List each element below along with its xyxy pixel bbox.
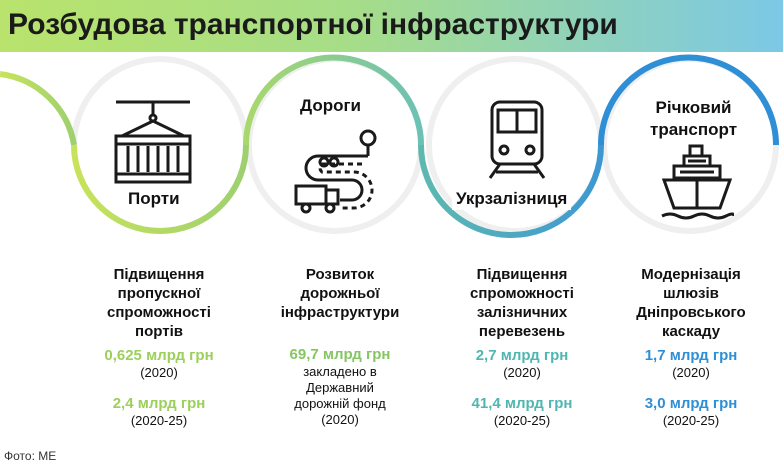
title-line: інфраструктури (280, 304, 400, 321)
period-2020: (2020) (503, 365, 541, 380)
title-line: портів (135, 323, 183, 340)
note-line: Державний (306, 380, 374, 395)
title-line: спроможності (107, 304, 211, 321)
label-ports: Порти (124, 188, 184, 210)
ship-icon (661, 144, 734, 220)
amount-2020: 0,625 млрд грн (104, 347, 214, 364)
title-line: Підвищення (476, 266, 568, 283)
title-line: шлюзів (663, 285, 719, 302)
column-title: Підвищення спроможності залізничних пере… (437, 265, 607, 341)
note-line: дорожній фонд (294, 396, 386, 411)
title-line: Дніпровського (636, 304, 746, 321)
column-roads: Розвиток дорожньої інфраструктури 69,7 м… (255, 265, 425, 428)
note-line: закладено в (303, 364, 377, 379)
amount-2020-25: 2,4 млрд грн (112, 395, 206, 412)
title-line: перевезень (478, 323, 566, 340)
title-line: пропускної (117, 285, 201, 302)
note-line: (2020) (321, 412, 359, 427)
road-truck-icon (294, 129, 377, 214)
column-rail: Підвищення спроможності залізничних пере… (437, 265, 607, 429)
label-rail: Укрзалізниця (452, 188, 572, 210)
label-river-line1: Річковий (655, 98, 732, 117)
title-line: дорожньої (300, 285, 380, 302)
column-ports: Підвищення пропускної спроможності порті… (74, 265, 244, 429)
title-line: Модернізація (641, 266, 741, 283)
column-river: Модернізація шлюзів Дніпровського каскад… (606, 265, 776, 429)
title-line: Розвиток (305, 266, 375, 283)
photo-credit: Фото: МЕ (4, 449, 57, 463)
wave-segment-4 (418, 144, 604, 238)
wave-segment-2 (71, 144, 249, 234)
title-line: спроможності (470, 285, 574, 302)
column-title: Модернізація шлюзів Дніпровського каскад… (606, 265, 776, 341)
amount-road-fund: 69,7 млрд грн (289, 346, 391, 363)
wave-segment-1 (0, 71, 77, 146)
amount-2020-25: 3,0 млрд грн (644, 395, 738, 412)
period-2020-25: (2020-25) (130, 413, 188, 428)
label-river-line2: транспорт (650, 120, 738, 139)
amount-2020: 1,7 млрд грн (644, 347, 738, 364)
title-bar (0, 0, 783, 52)
title-line: каскаду (661, 323, 721, 340)
period-2020: (2020) (672, 365, 710, 380)
title-line: Підвищення (113, 266, 205, 283)
amount-2020: 2,7 млрд грн (475, 347, 569, 364)
container-crane-icon (114, 100, 192, 184)
column-title: Розвиток дорожньої інфраструктури (255, 265, 425, 322)
period-2020-25: (2020-25) (493, 413, 551, 428)
train-icon (488, 100, 546, 179)
period-2020-25: (2020-25) (662, 413, 720, 428)
road-fund-note: закладено в Державний дорожній фонд (202… (255, 364, 425, 428)
label-roads: Дороги (296, 95, 366, 117)
wave-arcs (0, 54, 779, 238)
amount-2020-25: 41,4 млрд грн (471, 395, 573, 412)
column-title: Підвищення пропускної спроможності порті… (74, 265, 244, 341)
wave-segment-3 (243, 54, 424, 146)
period-2020: (2020) (140, 365, 178, 380)
wave-segment-5 (598, 54, 779, 146)
title-line: залізничних (476, 304, 568, 321)
label-river: Річковий транспорт (646, 97, 742, 141)
page-title: Розбудова транспортної інфраструктури (8, 8, 618, 41)
